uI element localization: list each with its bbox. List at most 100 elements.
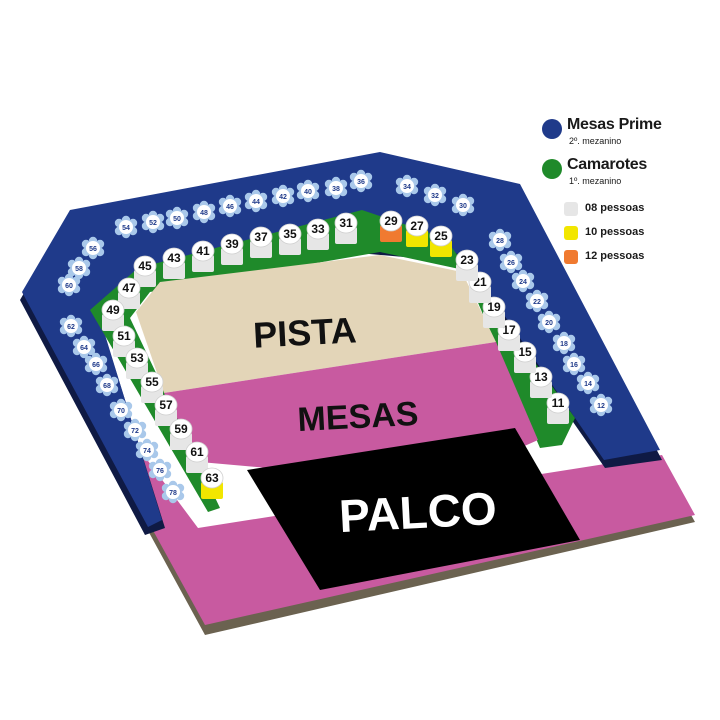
mesa-prime-number: 24 (519, 279, 527, 286)
mesa-prime-number: 60 (65, 283, 73, 290)
table-top-icon (515, 273, 531, 289)
mesa-prime-number: 38 (332, 186, 340, 193)
table-top-icon (88, 356, 104, 372)
mesa-prime-number: 16 (570, 362, 578, 369)
mesa-prime-68[interactable]: 68 (95, 373, 119, 397)
camarote-25[interactable]: 25 (429, 225, 453, 257)
mesa-prime-66[interactable]: 66 (84, 352, 108, 376)
table-top-icon (300, 183, 316, 199)
mesa-prime-38[interactable]: 38 (324, 176, 348, 200)
camarote-43[interactable]: 43 (162, 247, 186, 279)
mesa-prime-64[interactable]: 64 (72, 335, 96, 359)
camarote-61[interactable]: 61 (185, 441, 209, 473)
mesa-prime-18[interactable]: 18 (552, 331, 576, 355)
camarote-seat-icon (455, 249, 479, 271)
mesa-prime-number: 28 (496, 238, 504, 245)
camarote-seat-icon (154, 394, 178, 416)
legend: Mesas Prime 2º. mezanino Camarotes 1º. m… (542, 116, 717, 270)
table-top-icon (71, 260, 87, 276)
table-top-icon (139, 442, 155, 458)
mesa-prime-48[interactable]: 48 (192, 200, 216, 224)
mesa-prime-number: 48 (200, 210, 208, 217)
mesa-prime-58[interactable]: 58 (67, 256, 91, 280)
camarote-number: 45 (138, 259, 152, 273)
mesa-prime-46[interactable]: 46 (218, 194, 242, 218)
mesa-prime-76[interactable]: 76 (148, 458, 172, 482)
camarote-59[interactable]: 59 (169, 418, 193, 450)
mesa-prime-16[interactable]: 16 (562, 352, 586, 376)
table-top-icon (556, 335, 572, 351)
mesa-prime-26[interactable]: 26 (499, 250, 523, 274)
camarote-57[interactable]: 57 (154, 394, 178, 426)
camarote-13[interactable]: 13 (529, 366, 553, 398)
camarote-41[interactable]: 41 (191, 240, 215, 272)
mesa-prime-50[interactable]: 50 (165, 206, 189, 230)
camarote-49[interactable]: 49 (101, 299, 125, 331)
mesa-prime-28[interactable]: 28 (488, 228, 512, 252)
mesa-prime-number: 66 (92, 362, 100, 369)
mesa-prime-56[interactable]: 56 (81, 236, 105, 260)
mesa-prime-34[interactable]: 34 (395, 174, 419, 198)
table-top-icon (275, 188, 291, 204)
legend-cap-10-swatch (564, 226, 578, 240)
mesa-prime-22[interactable]: 22 (525, 289, 549, 313)
table-top-icon (113, 402, 129, 418)
mesa-prime-30[interactable]: 30 (451, 193, 475, 217)
mesa-prime-32[interactable]: 32 (423, 183, 447, 207)
mesa-prime-14[interactable]: 14 (576, 371, 600, 395)
camarote-seat-icon (133, 255, 157, 277)
mesa-prime-40[interactable]: 40 (296, 179, 320, 203)
camarote-45[interactable]: 45 (133, 255, 157, 287)
mesa-prime-44[interactable]: 44 (244, 189, 268, 213)
camarote-number: 17 (502, 323, 516, 337)
camarote-33[interactable]: 33 (306, 218, 330, 250)
camarote-53[interactable]: 53 (125, 347, 149, 379)
table-top-icon (566, 356, 582, 372)
mesa-prime-62[interactable]: 62 (59, 314, 83, 338)
camarote-seat-icon (249, 226, 273, 248)
mesa-prime-number: 36 (357, 179, 365, 186)
mesa-prime-number: 62 (67, 324, 75, 331)
camarote-number: 15 (518, 345, 532, 359)
mesa-prime-36[interactable]: 36 (349, 169, 373, 193)
mesa-prime-54[interactable]: 54 (114, 215, 138, 239)
table-top-icon (169, 210, 185, 226)
camarote-55[interactable]: 55 (140, 371, 164, 403)
mesa-prime-number: 52 (149, 220, 157, 227)
legend-cap-12: 12 pessoas (542, 246, 717, 270)
camarote-number: 41 (196, 244, 210, 258)
camarote-47[interactable]: 47 (117, 277, 141, 309)
camarote-31[interactable]: 31 (334, 212, 358, 244)
mesa-prime-24[interactable]: 24 (511, 269, 535, 293)
mesas-area (164, 342, 538, 470)
camarote-seat-icon (162, 247, 186, 269)
mesa-prime-12[interactable]: 12 (589, 393, 613, 417)
table-top-icon (145, 214, 161, 230)
mesa-prime-74[interactable]: 74 (135, 438, 159, 462)
mesa-prime-number: 68 (103, 383, 111, 390)
mesa-prime-78[interactable]: 78 (161, 480, 185, 504)
camarote-35[interactable]: 35 (278, 223, 302, 255)
mesa-prime-60[interactable]: 60 (57, 273, 81, 297)
table-top-icon (248, 193, 264, 209)
mesa-prime-52[interactable]: 52 (141, 210, 165, 234)
camarote-63[interactable]: 63 (200, 467, 224, 499)
camarote-37[interactable]: 37 (249, 226, 273, 258)
table-top-icon (529, 293, 545, 309)
camarote-39[interactable]: 39 (220, 233, 244, 265)
table-top-icon (63, 318, 79, 334)
camarote-29[interactable]: 29 (379, 210, 403, 242)
camarote-seat-icon (546, 392, 570, 414)
mesa-prime-72[interactable]: 72 (123, 418, 147, 442)
mesa-prime-42[interactable]: 42 (271, 184, 295, 208)
mesa-prime-70[interactable]: 70 (109, 398, 133, 422)
camarote-23[interactable]: 23 (455, 249, 479, 281)
mesa-prime-number: 76 (156, 468, 164, 475)
camarote-seat-icon (405, 215, 429, 237)
camarote-27[interactable]: 27 (405, 215, 429, 247)
camarote-number: 19 (487, 300, 501, 314)
legend-prime-title: Mesas Prime (567, 116, 662, 133)
mesa-prime-20[interactable]: 20 (537, 310, 561, 334)
camarote-11[interactable]: 11 (546, 392, 570, 424)
